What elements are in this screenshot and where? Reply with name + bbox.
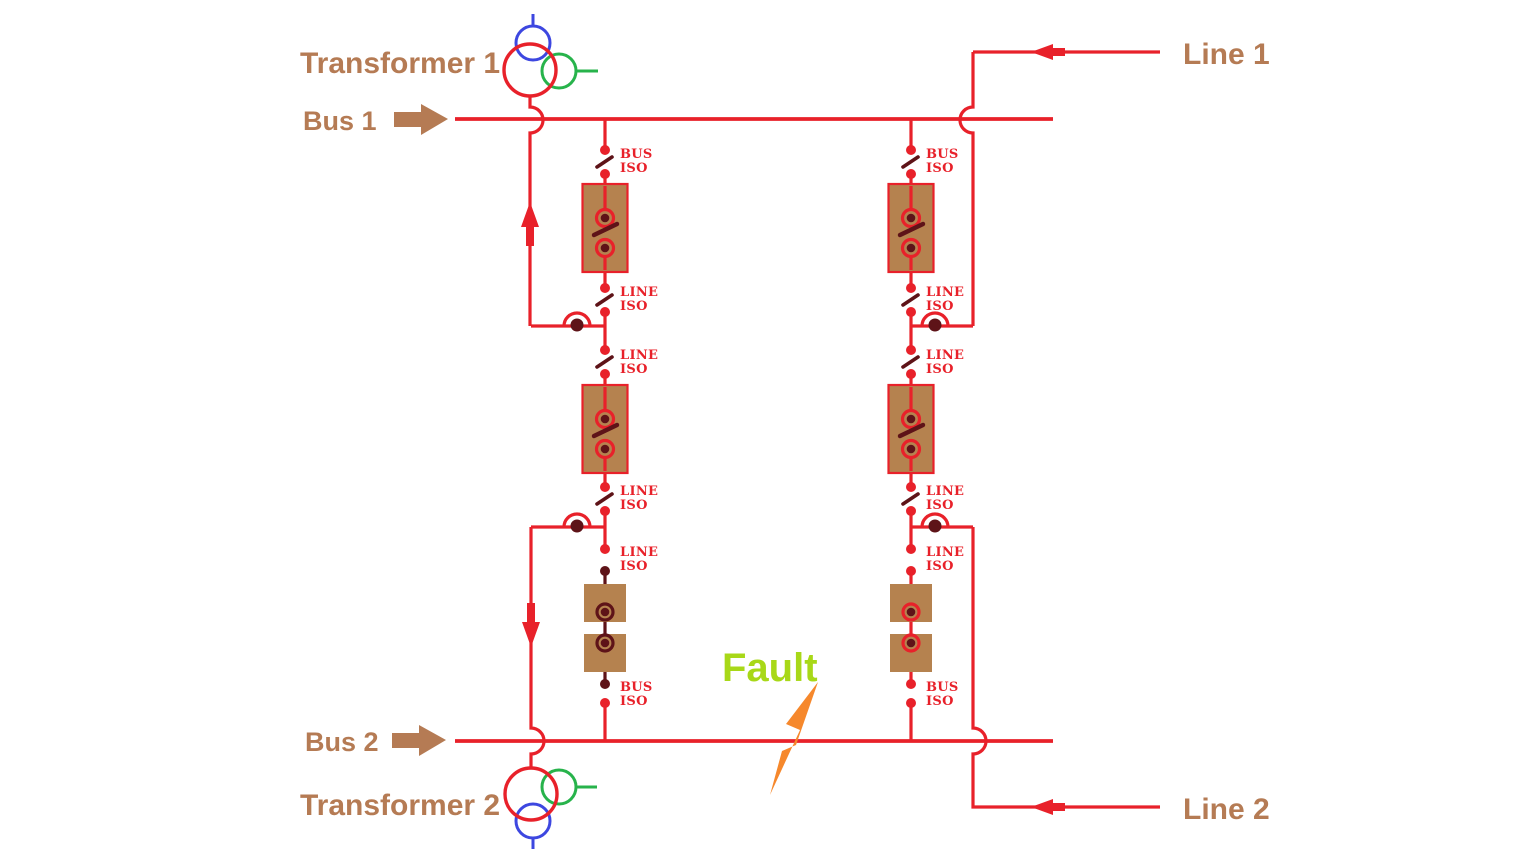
left-line-isolator-3	[595, 480, 614, 518]
fault-label: Fault	[722, 646, 818, 690]
right-bus-iso-top-label2: ISO	[926, 161, 954, 176]
transformer1-primary-winding	[502, 42, 558, 98]
left-line-iso-2-label2: ISO	[620, 362, 648, 377]
transformer2-label: Transformer 2	[300, 789, 500, 822]
right-upper-tap-node	[928, 318, 942, 332]
right-line-iso-1-label: LINE	[926, 285, 964, 300]
left-line-iso-4-label: LINE	[620, 545, 658, 560]
transformer1-secondary-winding	[540, 52, 578, 90]
left-line-iso-1-label: LINE	[620, 285, 658, 300]
line2-feeder-wire	[971, 527, 1160, 809]
right-breaker-middle	[889, 385, 934, 473]
flow-arrow-up-icon	[521, 202, 539, 246]
left-line-iso-3-label: LINE	[620, 484, 658, 499]
left-breaker-top	[583, 184, 628, 272]
right-breaker-top	[889, 184, 934, 272]
line1-flow-arrow-icon	[1031, 44, 1065, 60]
transformer2-symbol	[503, 766, 597, 849]
right-bus-iso-bottom-label: BUS	[926, 680, 959, 695]
left-line-iso-2-label: LINE	[620, 348, 658, 363]
right-line-isolator-2	[901, 343, 920, 381]
left-bus-iso-bottom-label: BUS	[620, 680, 653, 695]
left-line-iso-3-label2: ISO	[620, 498, 648, 513]
line1-feeder-wire	[958, 50, 1160, 326]
right-line-isolator-1	[901, 281, 920, 319]
bus2-label: Bus 2	[305, 727, 379, 757]
left-bus-iso-top-label: BUS	[620, 147, 653, 162]
transformer1-tertiary-winding	[514, 24, 552, 62]
left-breaker-middle	[583, 385, 628, 473]
transformer1-symbol	[502, 14, 598, 98]
right-diameter: BUS ISO LINE ISO LINE ISO LINE ISO LINE …	[889, 119, 973, 741]
right-upper-tap-connector	[911, 311, 973, 332]
transformer2-feeder-wire	[529, 527, 546, 769]
right-line-iso-4-label2: ISO	[926, 559, 954, 574]
left-line-iso-4-label2: ISO	[620, 559, 648, 574]
bus2-pointer-arrow-icon	[392, 725, 446, 756]
left-diameter: BUS ISO LINE ISO LINE ISO LINE ISO LINE …	[531, 119, 658, 741]
right-line-iso-2-label2: ISO	[926, 362, 954, 377]
right-line-iso-3-label2: ISO	[926, 498, 954, 513]
right-bus-isolator-top	[901, 143, 920, 181]
right-breaker-bottom-closed	[890, 544, 932, 708]
line1-label: Line 1	[1183, 38, 1270, 71]
right-lower-tap-node	[928, 519, 942, 533]
bus1-pointer-arrow-icon	[394, 104, 448, 135]
left-bus-iso-top-label2: ISO	[620, 161, 648, 176]
left-breaker-bottom-open	[584, 544, 626, 708]
transformer2-primary-winding	[503, 766, 559, 822]
flow-arrow-down-icon	[522, 603, 540, 647]
right-bus-iso-top-label: BUS	[926, 147, 959, 162]
transformer1-label: Transformer 1	[300, 47, 500, 80]
left-bus-iso-bottom-label2: ISO	[620, 694, 648, 709]
left-upper-tap-connector	[531, 311, 605, 332]
left-line-iso-1-label2: ISO	[620, 299, 648, 314]
right-line-iso-4-label: LINE	[926, 545, 964, 560]
right-line-iso-3-label: LINE	[926, 484, 964, 499]
right-bus-iso-bottom-label2: ISO	[926, 694, 954, 709]
right-lower-tap-connector	[911, 512, 973, 533]
left-line-isolator-2	[595, 343, 614, 381]
line2-flow-arrow-icon	[1031, 799, 1065, 815]
left-lower-tap-node	[570, 519, 584, 533]
transformer1-feeder-wire	[528, 95, 545, 326]
right-line-isolator-3	[901, 480, 920, 518]
left-bus-isolator-top	[595, 143, 614, 181]
right-line-iso-2-label: LINE	[926, 348, 964, 363]
left-upper-tap-node	[570, 318, 584, 332]
left-line-isolator-1	[595, 281, 614, 319]
fault-lightning-bolt-icon	[770, 682, 818, 795]
right-line-iso-1-label2: ISO	[926, 299, 954, 314]
left-lower-tap-connector	[531, 512, 605, 533]
line2-label: Line 2	[1183, 793, 1270, 826]
bus1-label: Bus 1	[303, 106, 377, 136]
